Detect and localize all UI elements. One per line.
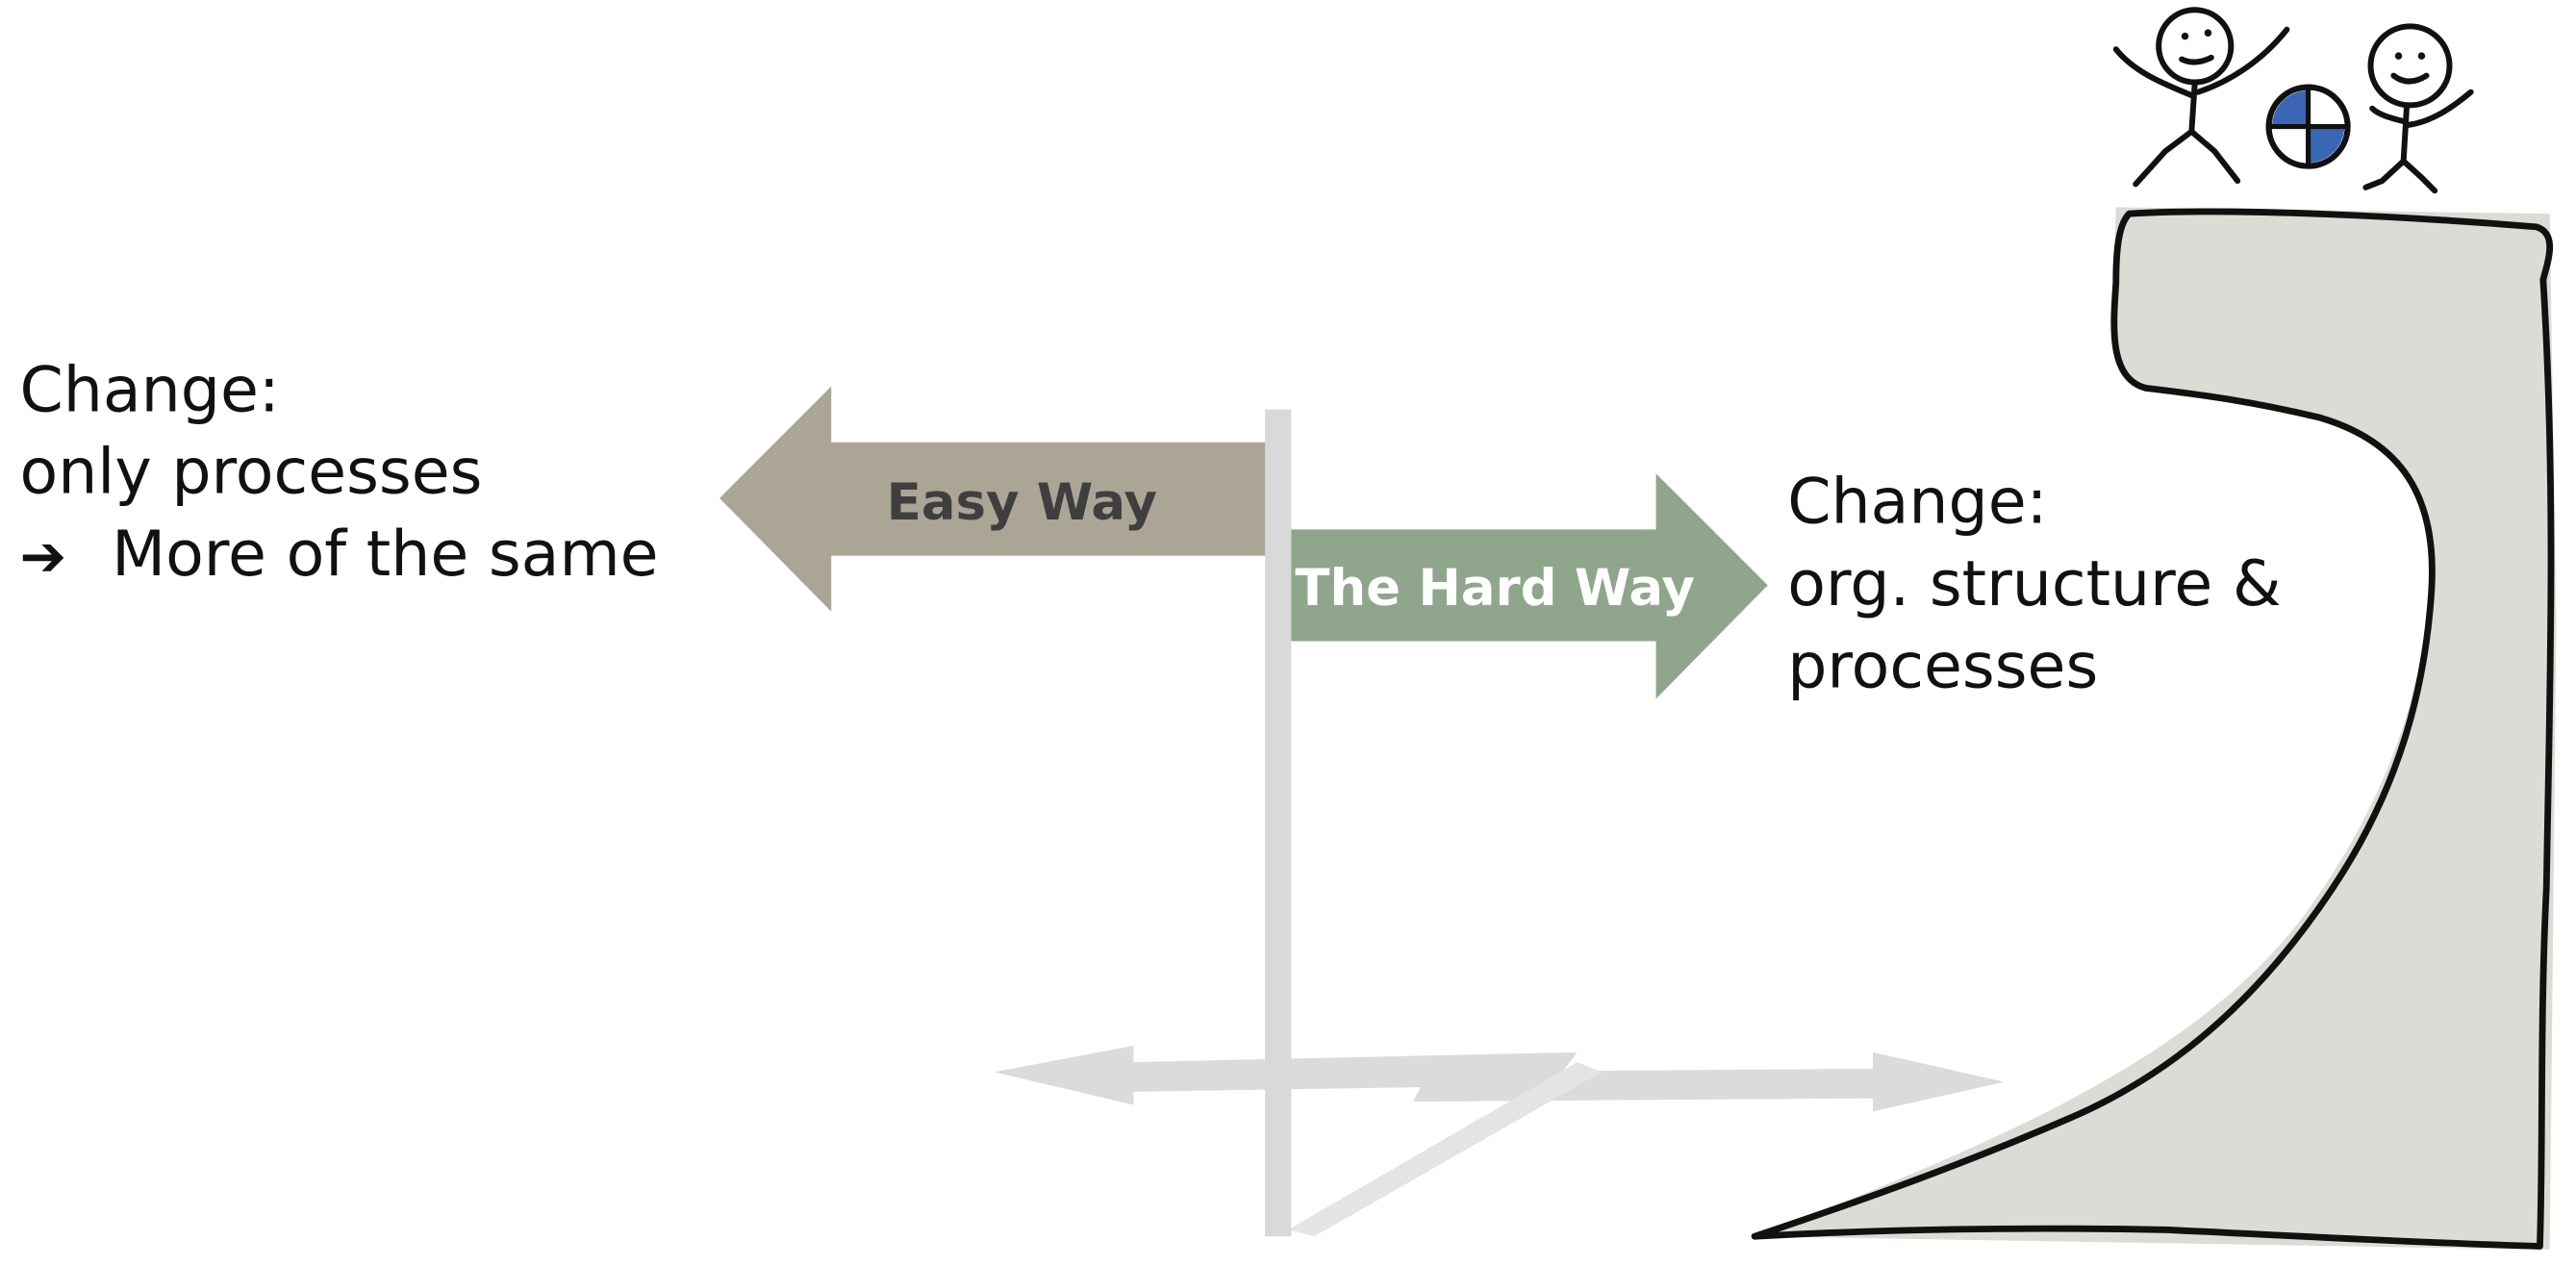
hard-way-arrow: [1291, 473, 1768, 699]
right-processes: processes: [1787, 630, 2098, 702]
right-org-structure: org. structure &: [1787, 548, 2281, 620]
left-text-block: Change: only processes ➔ More of the sam…: [19, 354, 658, 591]
left-only-processes: only processes: [19, 437, 482, 509]
right-change-label: Change:: [1787, 466, 2047, 538]
easy-way-sign: Easy Way: [720, 386, 1269, 612]
post-shadow: [1288, 1062, 1603, 1237]
right-text-block: Change: org. structure & processes: [1787, 466, 2281, 702]
hard-way-shadow: [1412, 1051, 2005, 1112]
left-more-of-same: More of the same: [112, 519, 658, 591]
signpost-pole: [1265, 409, 1292, 1237]
hard-way-label: The Hard Way: [1295, 559, 1695, 618]
stick-figure-left: [2112, 7, 2290, 188]
hard-way-sign: The Hard Way: [1291, 473, 1768, 699]
easy-way-arrow: [720, 386, 1269, 612]
left-change-label: Change:: [19, 354, 279, 426]
cliff: [1751, 207, 2557, 1250]
stick-figure-right: [2362, 23, 2474, 194]
left-arrow-glyph: ➔: [19, 523, 66, 589]
easy-way-label: Easy Way: [887, 473, 1157, 532]
cliff-outline: [1751, 208, 2555, 1250]
ball-icon: [2265, 84, 2351, 169]
